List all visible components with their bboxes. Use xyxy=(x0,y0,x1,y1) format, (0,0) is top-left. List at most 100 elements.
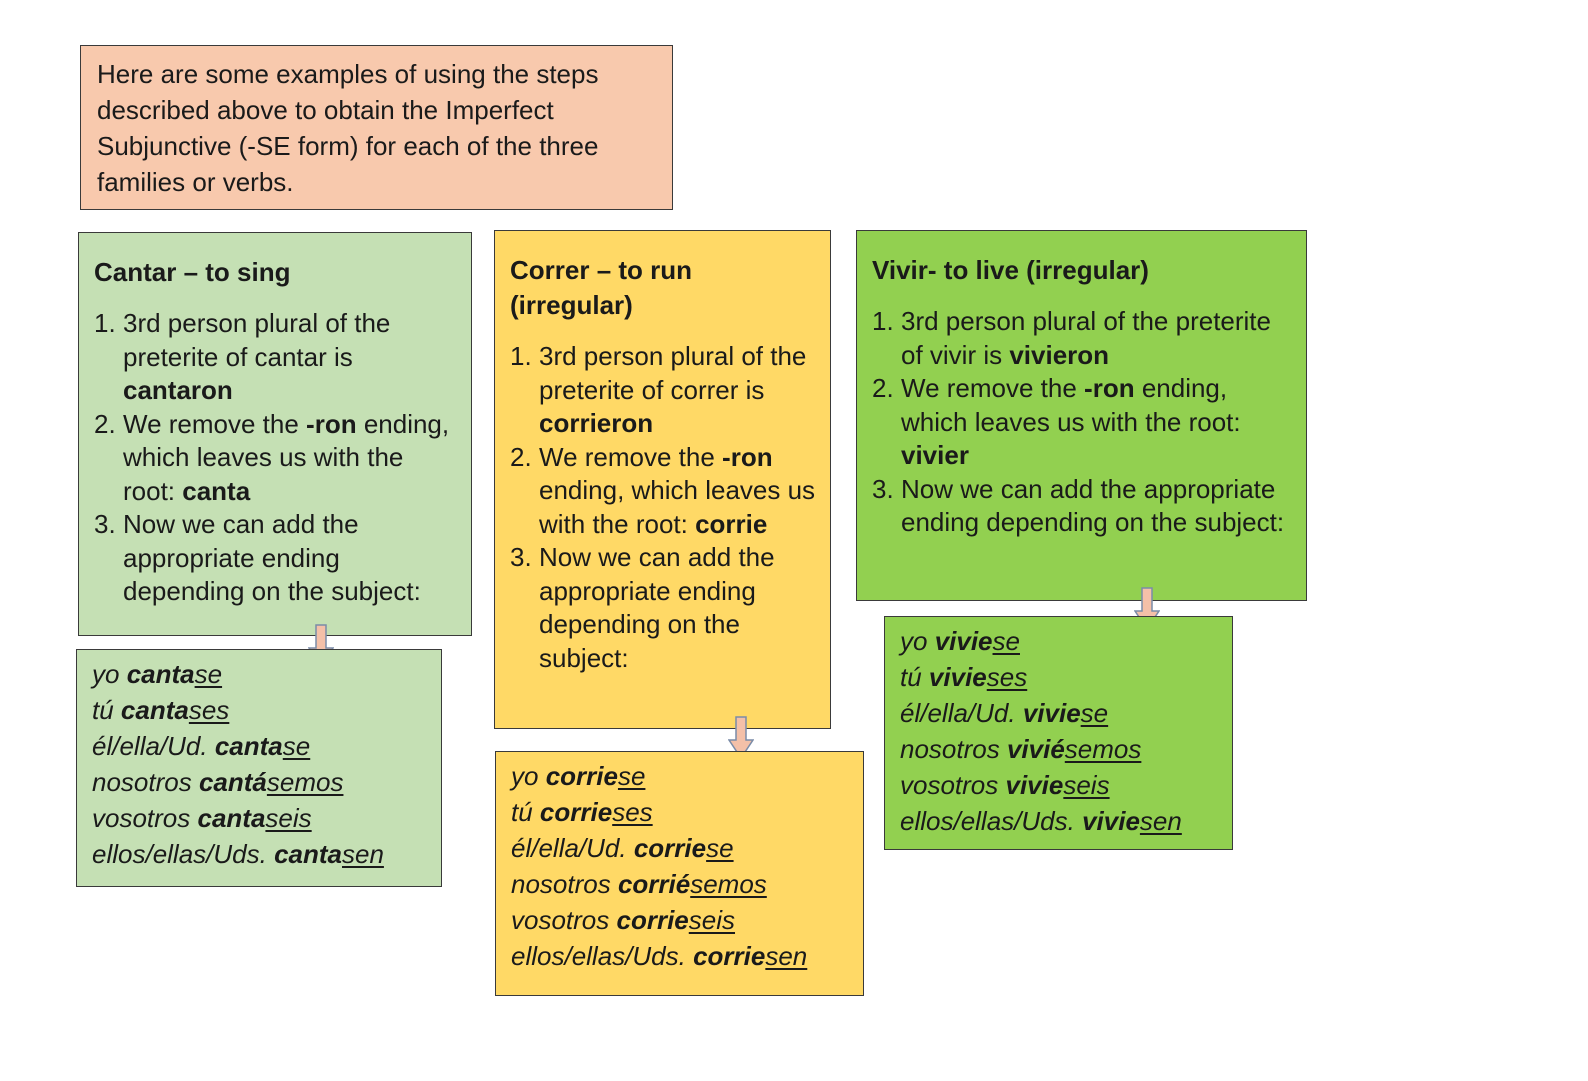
pronoun: yo xyxy=(511,761,546,791)
pronoun: vosotros xyxy=(511,905,617,935)
stem: vivie xyxy=(1005,770,1064,800)
step-number: 3. xyxy=(872,473,894,504)
vivir-step-1: 1. 3rd person plural of the preterite of… xyxy=(872,305,1292,372)
step-text: We remove the xyxy=(539,441,723,472)
suffix: seis xyxy=(688,905,736,935)
correr-steps-box: Correr – to run (irregular) 1. 3rd perso… xyxy=(494,230,831,729)
step-text: Now we can add the appropriate ending de… xyxy=(901,473,1285,538)
suffix: ses xyxy=(612,797,653,827)
cantar-steps-box: Cantar – to sing 1. 3rd person plural of… xyxy=(78,232,472,636)
intro-text: Here are some examples of using the step… xyxy=(97,59,599,197)
pronoun: vosotros xyxy=(92,803,198,833)
stem: vivié xyxy=(1006,734,1065,764)
conjugation-row: él/ella/Ud. viviese xyxy=(900,695,1222,731)
cantar-step-2: 2. We remove the -ron ending, which leav… xyxy=(94,408,457,509)
pronoun: él/ella/Ud. xyxy=(511,833,634,863)
ending-removed: -ron xyxy=(722,441,773,472)
step-text: We remove the xyxy=(123,408,307,439)
stem: corrie xyxy=(616,905,689,935)
preterite-form: corrieron xyxy=(539,408,654,438)
root-form: corrie xyxy=(695,508,768,539)
step-number: 3. xyxy=(94,509,116,539)
stem: corrie xyxy=(545,761,618,791)
stem: vivie xyxy=(1082,806,1140,836)
correr-step-2: 2. We remove the -ron ending, which leav… xyxy=(510,441,816,542)
conjugation-row: él/ella/Ud. cantase xyxy=(92,728,431,764)
pronoun: nosotros xyxy=(511,869,618,899)
stem: cantá xyxy=(198,767,267,797)
step-text: ending, which leaves us with the root: xyxy=(539,475,816,539)
suffix: seis xyxy=(1063,770,1110,800)
step-text: ending, which leaves us with the root: xyxy=(901,373,1241,437)
conjugation-row: tú vivieses xyxy=(900,659,1222,695)
stem: canta xyxy=(120,695,189,725)
pronoun: vosotros xyxy=(900,770,1006,800)
suffix: semos xyxy=(1064,734,1142,764)
vivir-conjugation-box: yo viviese tú vivieses él/ella/Ud. vivie… xyxy=(884,616,1233,850)
ending-removed: -ron xyxy=(306,408,357,439)
conjugation-row: ellos/ellas/Uds. corriesen xyxy=(511,938,853,974)
correr-step-3: 3. Now we can add the appropriate ending… xyxy=(510,541,816,675)
conjugation-row: vosotros vivieseis xyxy=(900,767,1222,803)
pronoun: tú xyxy=(511,797,540,827)
suffix: ses xyxy=(986,662,1028,692)
preterite-form: vivieron xyxy=(1009,339,1110,370)
root-form: vivier xyxy=(901,440,969,470)
step-number: 2. xyxy=(872,373,894,403)
ending-removed: -ron xyxy=(1084,373,1135,403)
stem: corrie xyxy=(633,833,707,863)
conjugation-row: nosotros viviésemos xyxy=(900,731,1222,767)
root-form: canta xyxy=(182,475,251,506)
suffix: se xyxy=(992,626,1020,656)
stem: vivie xyxy=(934,626,993,656)
suffix: se xyxy=(617,761,646,791)
pronoun: yo xyxy=(900,626,935,656)
suffix: se xyxy=(1080,698,1109,728)
correr-conjugation-box: yo corriese tú corrieses él/ella/Ud. cor… xyxy=(495,751,864,996)
cantar-step-1: 1. 3rd person plural of the preterite of… xyxy=(94,307,457,408)
step-text: ending, which leaves us with the root: xyxy=(123,408,450,506)
suffix: semos xyxy=(690,869,767,899)
conjugation-row: tú cantases xyxy=(92,692,431,728)
vivir-steps-list: 1. 3rd person plural of the preterite of… xyxy=(872,305,1292,540)
conjugation-row: yo cantase xyxy=(92,656,431,692)
suffix: se xyxy=(706,833,734,863)
conjugation-row: tú corrieses xyxy=(511,794,853,830)
cantar-conjugation-box: yo cantase tú cantases él/ella/Ud. canta… xyxy=(76,649,442,887)
pronoun: él/ella/Ud. xyxy=(900,698,1023,728)
pronoun: ellos/ellas/Uds. xyxy=(511,941,694,971)
correr-title: Correr – to run (irregular) xyxy=(510,255,693,320)
suffix: seis xyxy=(265,803,312,833)
suffix: sen xyxy=(1139,806,1182,836)
step-number: 1. xyxy=(94,308,116,338)
step-text: Now we can add the appropriate ending de… xyxy=(123,509,421,606)
vivir-step-2: 2. We remove the -ron ending, which leav… xyxy=(872,372,1292,473)
step-text: 3rd person plural of the preterite of vi… xyxy=(901,306,1271,370)
pronoun: ellos/ellas/Uds. xyxy=(92,839,275,869)
step-number: 2. xyxy=(510,441,532,472)
suffix: se xyxy=(282,731,311,761)
correr-steps-list: 1. 3rd person plural of the preterite of… xyxy=(510,340,816,675)
suffix: semos xyxy=(266,767,344,797)
conjugation-row: yo viviese xyxy=(900,623,1222,659)
conjugation-row: nosotros cantásemos xyxy=(92,764,431,800)
conjugation-row: vosotros corrieseis xyxy=(511,902,853,938)
stem: canta xyxy=(197,803,266,833)
pronoun: nosotros xyxy=(900,734,1007,764)
correr-step-1: 1. 3rd person plural of the preterite of… xyxy=(510,340,816,441)
conjugation-row: nosotros corriésemos xyxy=(511,866,853,902)
stem: corrie xyxy=(539,797,613,827)
conjugation-row: ellos/ellas/Uds. cantasen xyxy=(92,836,431,872)
preterite-form: cantaron xyxy=(123,375,233,405)
stem: corrie xyxy=(693,941,766,971)
conjugation-row: yo corriese xyxy=(511,758,853,794)
vivir-step-3: 3. Now we can add the appropriate ending… xyxy=(872,473,1292,540)
vivir-steps-box: Vivir- to live (irregular) 1. 3rd person… xyxy=(856,230,1307,601)
stem: vivie xyxy=(1022,698,1081,728)
down-arrow-icon xyxy=(728,716,754,760)
step-number: 3. xyxy=(510,542,532,572)
cantar-title: Cantar – to sing xyxy=(94,257,291,287)
pronoun: él/ella/Ud. xyxy=(92,731,215,761)
step-number: 2. xyxy=(94,408,116,439)
stem: vivie xyxy=(928,662,987,692)
